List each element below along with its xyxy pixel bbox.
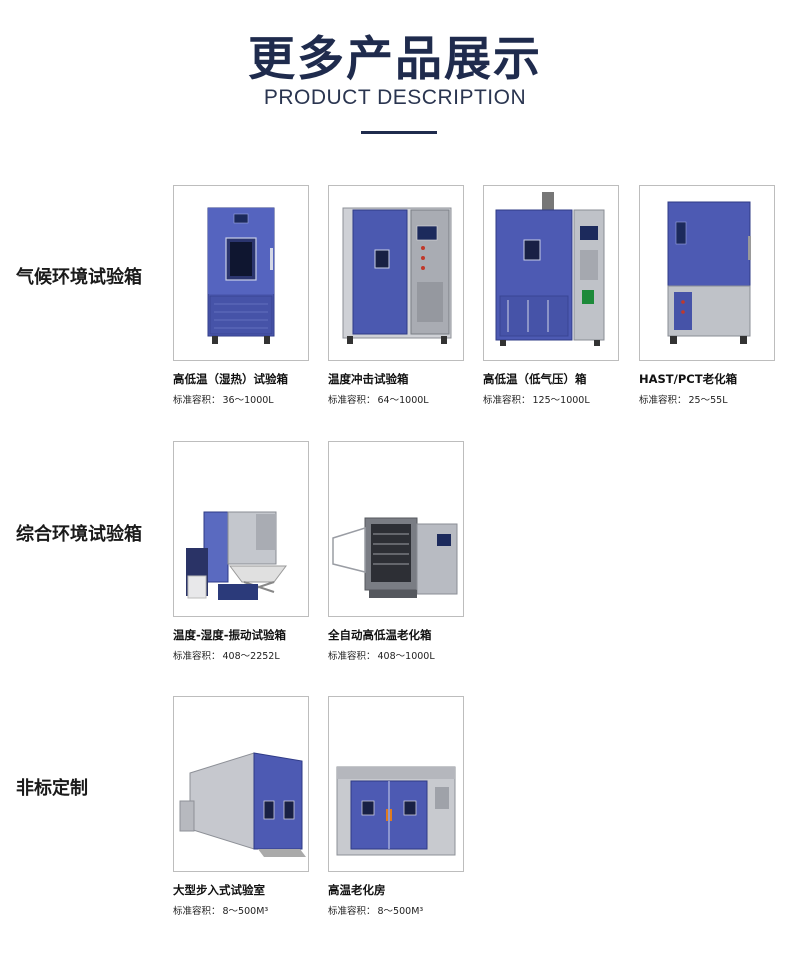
product-name: HAST/PCT老化箱 [639,372,738,386]
product-capacity: 标准容积：125～1000L [483,395,590,406]
product-name: 温度冲击试验箱 [328,372,409,386]
low-pressure-chamber-image [495,192,605,346]
product-name: 大型步入式试验室 [173,883,265,897]
vibration-chamber-image [186,511,287,600]
product-card[interactable]: 高低温（湿热）试验箱 标准容积：36～1000L [173,185,309,406]
hast-pct-chamber-image [667,201,751,344]
product-capacity: 标准容积：408～1000L [328,651,435,662]
product-image-frame[interactable] [328,185,464,361]
product-image-frame[interactable] [328,696,464,872]
product-image-frame[interactable] [173,185,309,361]
category-label-custom: 非标定制 [16,778,88,799]
product-card[interactable]: 高温老化房 标准容积：8～500M³ [328,696,464,917]
product-name: 高低温（低气压）箱 [483,372,587,386]
product-image-frame[interactable] [173,441,309,617]
product-capacity: 标准容积：64～1000L [328,395,429,406]
product-card[interactable]: 温度-湿度-振动试验箱 标准容积：408～2252L [173,441,309,662]
page-subtitle: PRODUCT DESCRIPTION [263,86,527,109]
product-capacity: 标准容积：8～500M³ [328,906,424,917]
product-card[interactable]: 温度冲击试验箱 标准容积：64～1000L [328,185,464,406]
product-image-frame[interactable] [639,185,775,361]
product-card[interactable]: HAST/PCT老化箱 标准容积：25～55L [639,185,775,406]
product-capacity: 标准容积：25～55L [639,395,728,406]
thermal-shock-chamber-image [342,207,452,344]
page-title: 更多产品展示 [248,32,542,87]
product-image-frame[interactable] [328,441,464,617]
product-capacity: 标准容积：8～500M³ [173,906,269,917]
title-divider [361,131,437,134]
product-card[interactable]: 高低温（低气压）箱 标准容积：125～1000L [483,185,619,406]
product-image-frame[interactable] [173,696,309,872]
product-name: 高低温（湿热）试验箱 [173,372,288,386]
product-name: 温度-湿度-振动试验箱 [173,628,287,642]
walk-in-chamber-image [179,752,306,857]
product-card[interactable]: 全自动高低温老化箱 标准容积：408～1000L [328,441,464,662]
product-card[interactable]: 大型步入式试验室 标准容积：8～500M³ [173,696,309,917]
product-image-frame[interactable] [483,185,619,361]
humidity-chamber-image [207,207,275,344]
category-label-climate: 气候环境试验箱 [16,267,142,288]
product-name: 全自动高低温老化箱 [328,628,432,642]
burn-in-chamber-image [332,517,458,598]
aging-room-image [336,766,456,856]
category-label-combined: 综合环境试验箱 [16,524,142,545]
product-capacity: 标准容积：36～1000L [173,395,274,406]
product-capacity: 标准容积：408～2252L [173,651,280,662]
product-name: 高温老化房 [328,883,386,897]
